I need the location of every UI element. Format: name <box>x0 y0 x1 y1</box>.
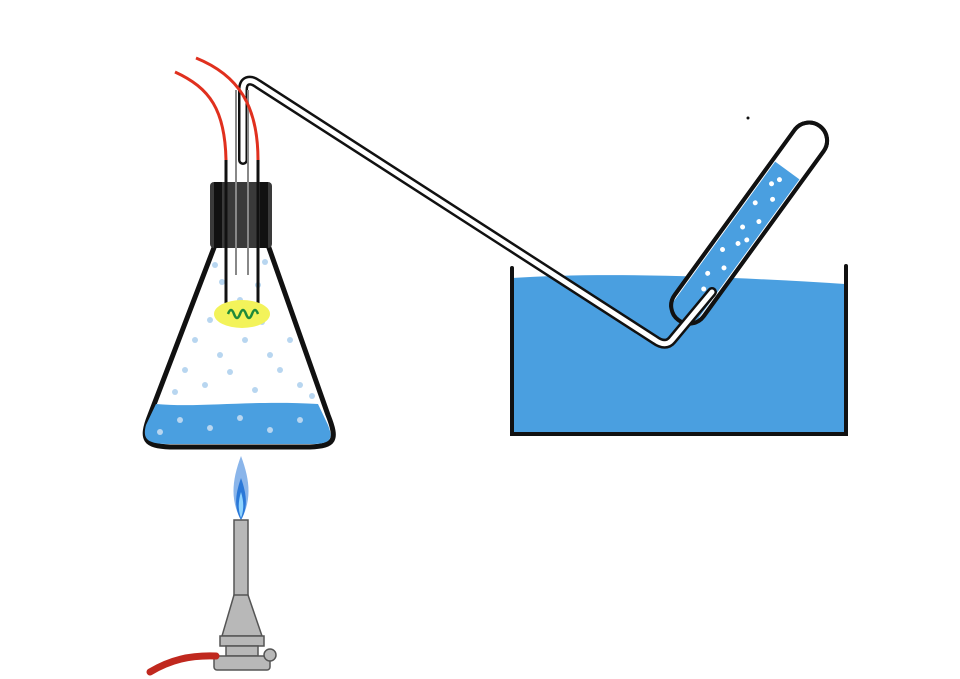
gas-hose <box>146 652 220 676</box>
test-tube <box>667 120 830 329</box>
filament-glow <box>214 300 270 328</box>
wire-right <box>195 56 260 161</box>
filament-coil <box>226 308 260 320</box>
wire-left <box>174 70 228 161</box>
trough-water <box>512 275 845 434</box>
flame <box>233 456 249 520</box>
bunsen-burner <box>213 519 277 671</box>
test-tube-water <box>667 161 800 329</box>
delivery-tube <box>238 75 717 349</box>
test-tube-bubbles <box>701 177 782 292</box>
flask <box>142 56 336 450</box>
water-trough <box>510 264 848 436</box>
flask-liquid-bubbles <box>157 415 303 435</box>
flask-liquid <box>144 402 331 444</box>
trough-walls <box>510 264 848 436</box>
